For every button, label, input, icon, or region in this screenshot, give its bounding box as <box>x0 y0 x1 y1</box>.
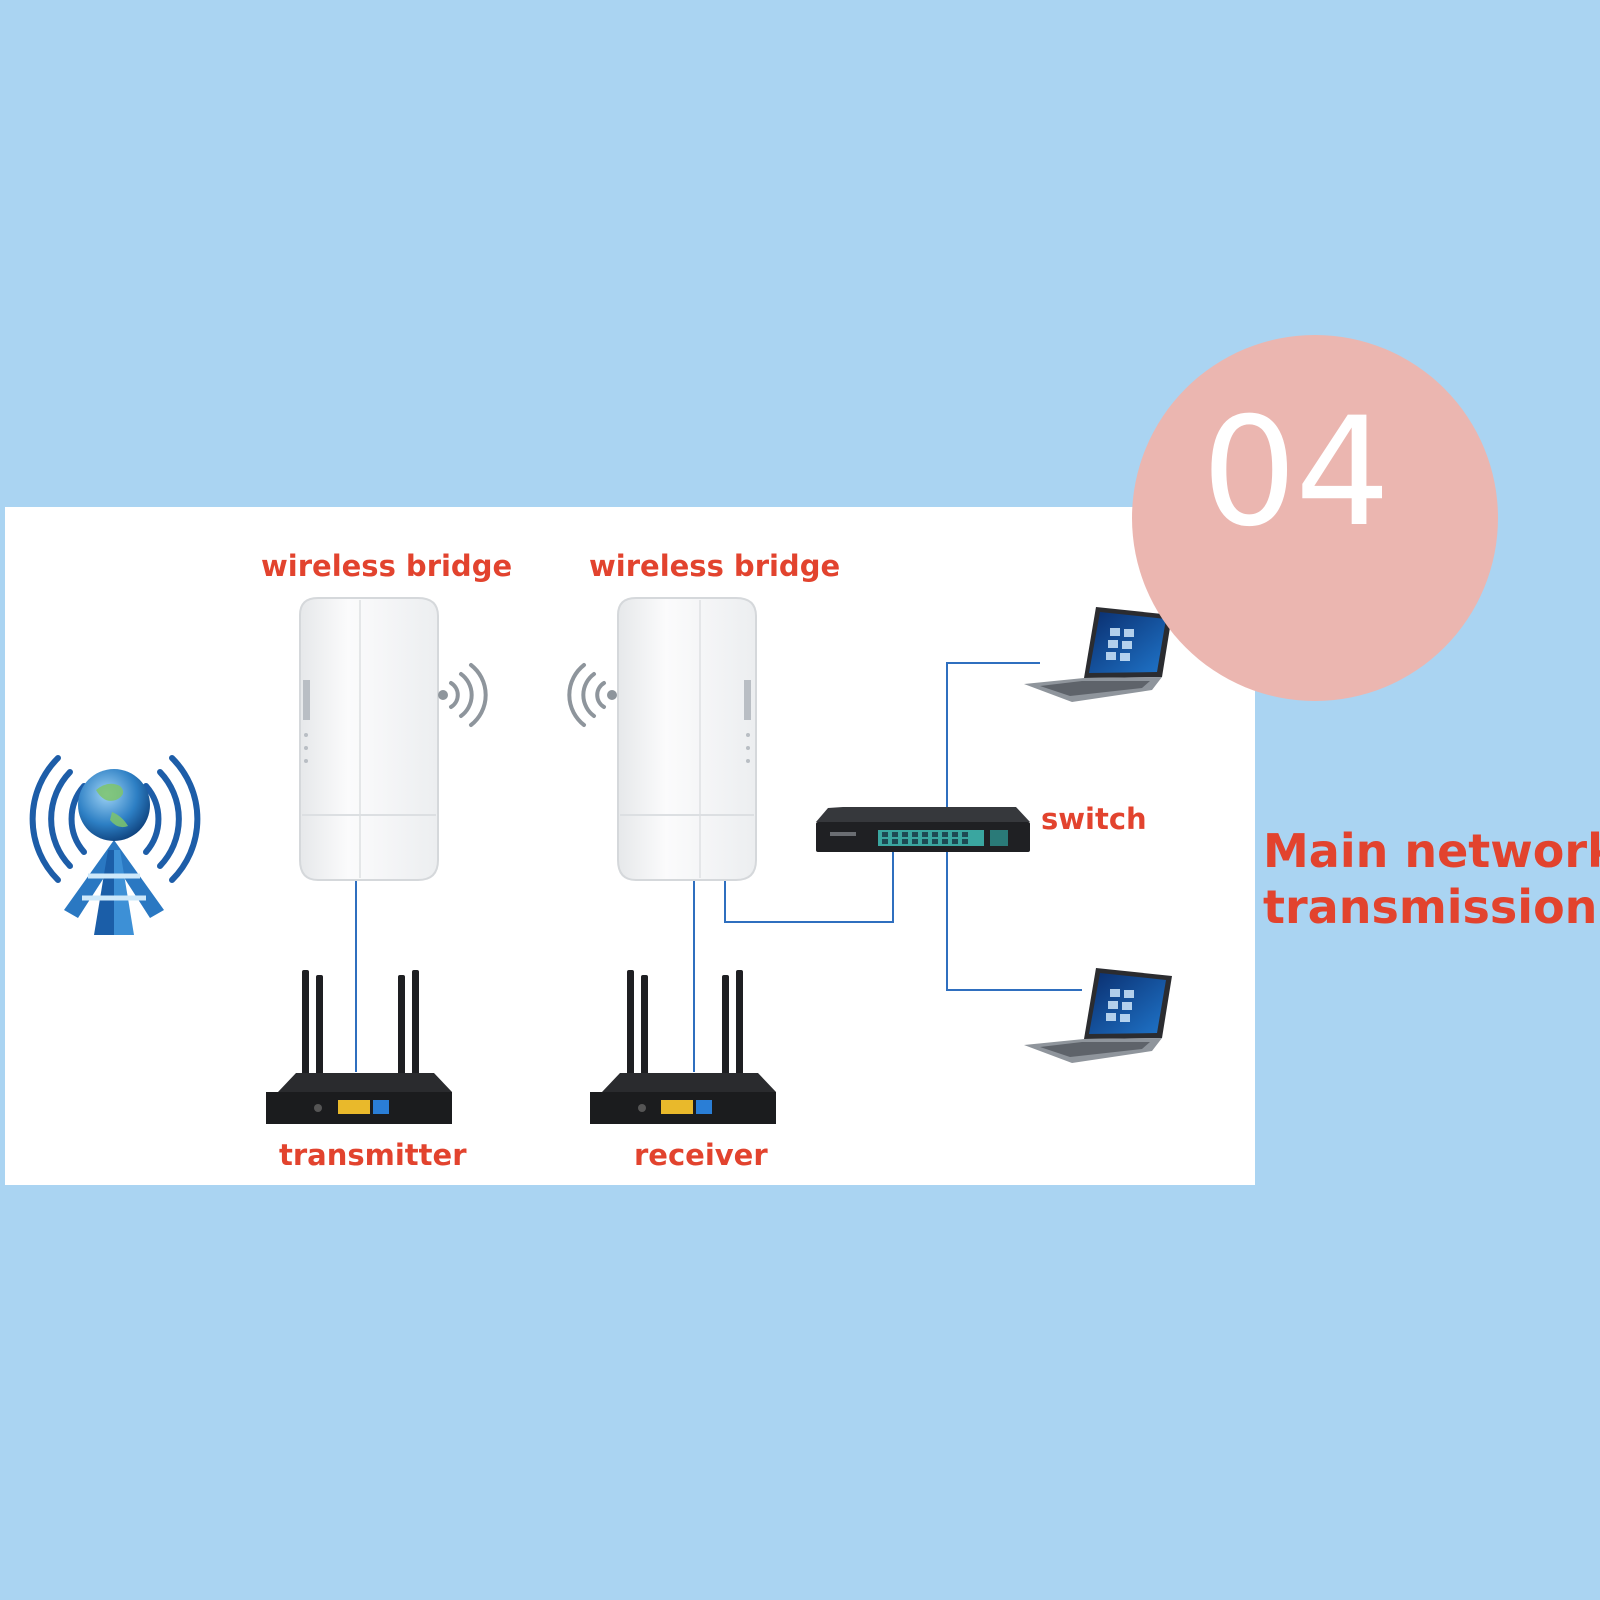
label-wireless-bridge-left: wireless bridge <box>261 549 513 583</box>
router-icon <box>266 970 452 1124</box>
section-title-line2: transmission <box>1263 880 1598 934</box>
link-bridge-switch <box>724 850 894 923</box>
wifi-signal-icon <box>438 663 488 727</box>
label-wireless-bridge-right: wireless bridge <box>589 549 841 583</box>
link-switch-laptop-bottom <box>946 850 1082 991</box>
label-switch: switch <box>1041 802 1147 836</box>
router-icon <box>590 970 776 1124</box>
wifi-signal-icon <box>567 663 617 727</box>
section-title: Main network transmission <box>1263 823 1600 935</box>
wireless-bridge-icon <box>617 597 757 881</box>
wireless-bridge-icon <box>299 597 439 881</box>
laptop-icon <box>1024 968 1172 1063</box>
section-title-line1: Main network <box>1263 824 1600 878</box>
connection-lines <box>355 662 1082 1072</box>
label-transmitter: transmitter <box>279 1138 467 1172</box>
step-number: 04 <box>1201 386 1391 560</box>
globe-tower-icon <box>29 755 201 935</box>
label-receiver: receiver <box>634 1138 768 1172</box>
step-badge: 04 <box>1132 335 1498 701</box>
laptop-icon <box>1024 607 1172 702</box>
link-switch-laptop-top <box>946 662 1040 808</box>
network-switch-icon <box>816 807 1030 852</box>
